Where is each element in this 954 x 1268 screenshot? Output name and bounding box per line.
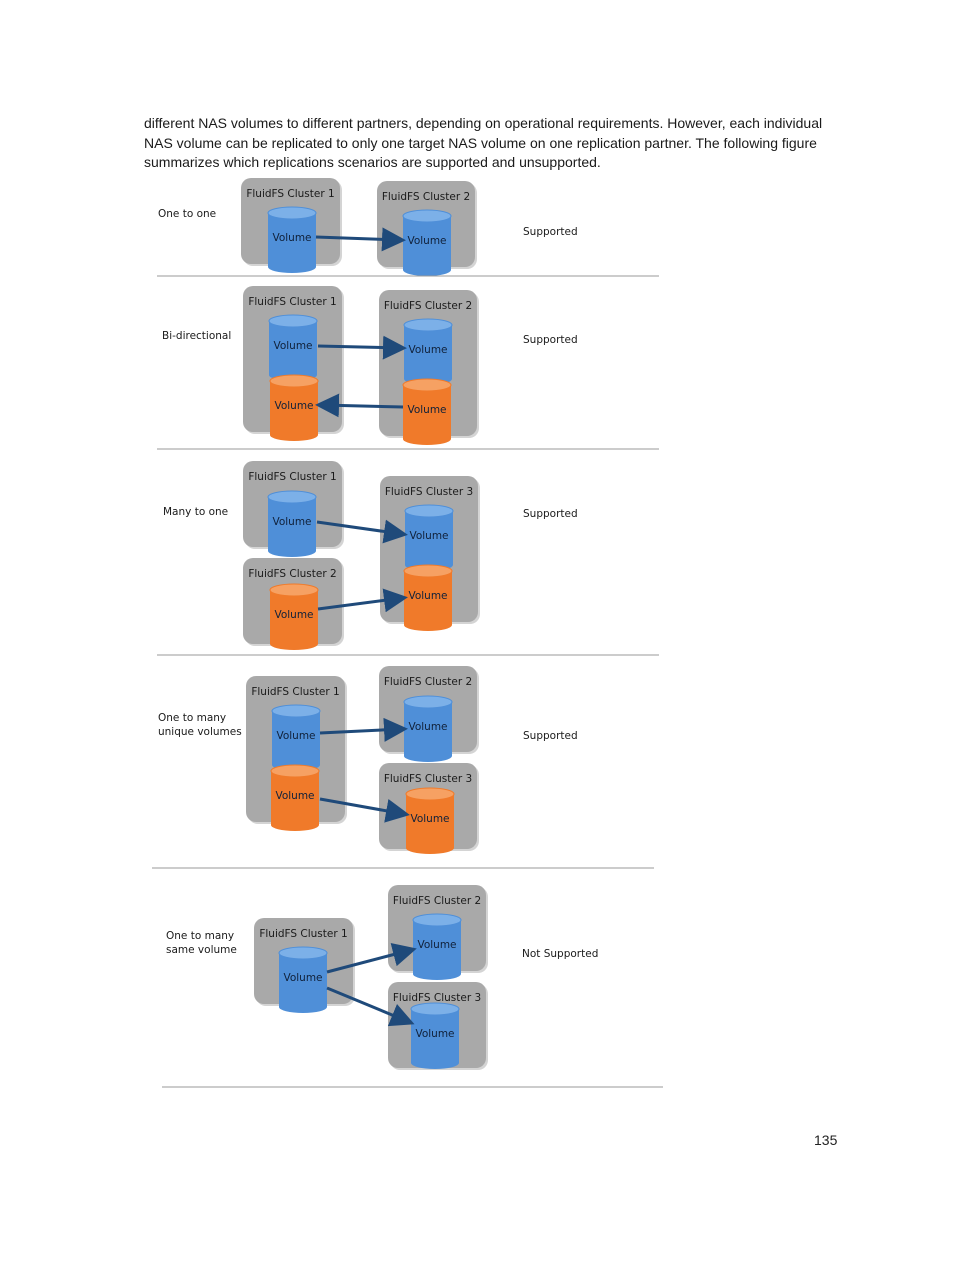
volume-label: Volume <box>407 404 446 416</box>
volume-cylinder-blue: Volume <box>278 946 328 1013</box>
cluster-name: FluidFS Cluster 2 <box>384 300 472 312</box>
scenario-5: One to many same volume FluidFS Cluster 1 V… <box>162 885 663 1088</box>
replication-arrow <box>319 797 410 823</box>
scenario-label-line: same volume <box>166 944 237 956</box>
cluster-name: FluidFS Cluster 2 <box>393 895 481 907</box>
page-number: 135 <box>814 1132 838 1148</box>
cluster-name: FluidFS Cluster 1 <box>259 928 347 940</box>
scenario-status: Not Supported <box>522 948 598 960</box>
volume-cylinder-blue: Volume <box>404 504 454 571</box>
volume-label: Volume <box>408 721 447 733</box>
scenario-label-line: Many to one <box>163 506 228 518</box>
volume-label: Volume <box>276 730 315 742</box>
cluster-box: FluidFS Cluster 2 Volume <box>388 885 488 980</box>
cluster-box: FluidFS Cluster 3 Volume <box>379 763 479 854</box>
cluster-name: FluidFS Cluster 2 <box>248 568 336 580</box>
volume-label: Volume <box>274 400 313 412</box>
replication-arrow <box>315 393 404 418</box>
volume-label: Volume <box>283 972 322 984</box>
volume-cylinder-orange: Volume <box>269 583 319 650</box>
volume-label: Volume <box>275 790 314 802</box>
volume-label: Volume <box>409 530 448 542</box>
cluster-name: FluidFS Cluster 1 <box>248 296 336 308</box>
volume-cylinder-orange: Volume <box>270 764 320 831</box>
scenario-label-line: One to many <box>166 930 234 942</box>
volume-label: Volume <box>272 516 311 528</box>
scenario-label-line: One to many <box>158 712 226 724</box>
volume-cylinder-blue: Volume <box>402 209 452 276</box>
cluster-name: FluidFS Cluster 3 <box>393 992 481 1004</box>
volume-label: Volume <box>274 609 313 621</box>
volume-label: Volume <box>410 813 449 825</box>
volume-cylinder-blue: Volume <box>267 490 317 557</box>
volume-cylinder-blue: Volume <box>412 913 462 980</box>
scenario-label: Many to one <box>163 506 228 518</box>
volume-cylinder-orange: Volume <box>405 787 455 854</box>
volume-cylinder-blue: Volume <box>410 1002 460 1069</box>
scenario-label: One to one <box>158 208 216 220</box>
cluster-name: FluidFS Cluster 1 <box>251 686 339 698</box>
volume-cylinder-blue: Volume <box>403 695 453 762</box>
scenario-status: Supported <box>523 508 578 520</box>
cluster-box: FluidFS Cluster 2 Volume <box>243 558 344 650</box>
scenario-label-line: unique volumes <box>158 726 242 738</box>
volume-label: Volume <box>407 235 446 247</box>
volume-label: Volume <box>408 590 447 602</box>
volume-label: Volume <box>273 340 312 352</box>
volume-cylinder-orange: Volume <box>269 374 319 441</box>
replication-arrow <box>326 986 415 1027</box>
cluster-box: FluidFS Cluster 1 Volume <box>241 178 342 273</box>
replication-arrow <box>316 519 408 544</box>
volume-label: Volume <box>415 1028 454 1040</box>
cluster-box: FluidFS Cluster 2 Volume <box>379 666 479 762</box>
volume-cylinder-blue: Volume <box>403 318 453 385</box>
cluster-name: FluidFS Cluster 3 <box>385 486 473 498</box>
replication-arrow <box>326 942 417 974</box>
scenario-status: Supported <box>523 730 578 742</box>
scenario-label-line: Bi-directional <box>162 330 231 342</box>
cluster-name: FluidFS Cluster 3 <box>384 773 472 785</box>
cluster-box: FluidFS Cluster 2 Volume <box>377 181 477 276</box>
replication-arrow <box>317 335 407 360</box>
volume-label: Volume <box>408 344 447 356</box>
cluster-box: FluidFS Cluster 1 Volume <box>254 918 355 1013</box>
volume-cylinder-orange: Volume <box>402 378 452 445</box>
scenario-label-line: One to one <box>158 208 216 220</box>
intro-paragraph: different NAS volumes to different partn… <box>144 115 823 170</box>
scenario-status: Supported <box>523 226 578 238</box>
scenario-status: Supported <box>523 334 578 346</box>
volume-label: Volume <box>417 939 456 951</box>
volume-label: Volume <box>272 232 311 244</box>
cluster-name: FluidFS Cluster 2 <box>382 191 470 203</box>
cluster-box: FluidFS Cluster 1 Volume <box>243 461 344 557</box>
cluster-name: FluidFS Cluster 1 <box>246 188 334 200</box>
scenario-label: Bi-directional <box>162 330 231 342</box>
replication-arrow <box>315 227 406 252</box>
cluster-name: FluidFS Cluster 1 <box>248 471 336 483</box>
replication-arrow <box>317 588 408 613</box>
volume-cylinder-blue: Volume <box>271 704 321 771</box>
cluster-name: FluidFS Cluster 2 <box>384 676 472 688</box>
scenario-label: One to many same volume <box>166 930 237 956</box>
volume-cylinder-orange: Volume <box>403 564 453 631</box>
cluster-box: FluidFS Cluster 3 Volume <box>388 982 488 1070</box>
volume-cylinder-blue: Volume <box>267 206 317 273</box>
volume-cylinder-blue: Volume <box>268 314 318 381</box>
replication-arrow <box>319 717 408 742</box>
scenario-label: One to many unique volumes <box>158 712 242 738</box>
